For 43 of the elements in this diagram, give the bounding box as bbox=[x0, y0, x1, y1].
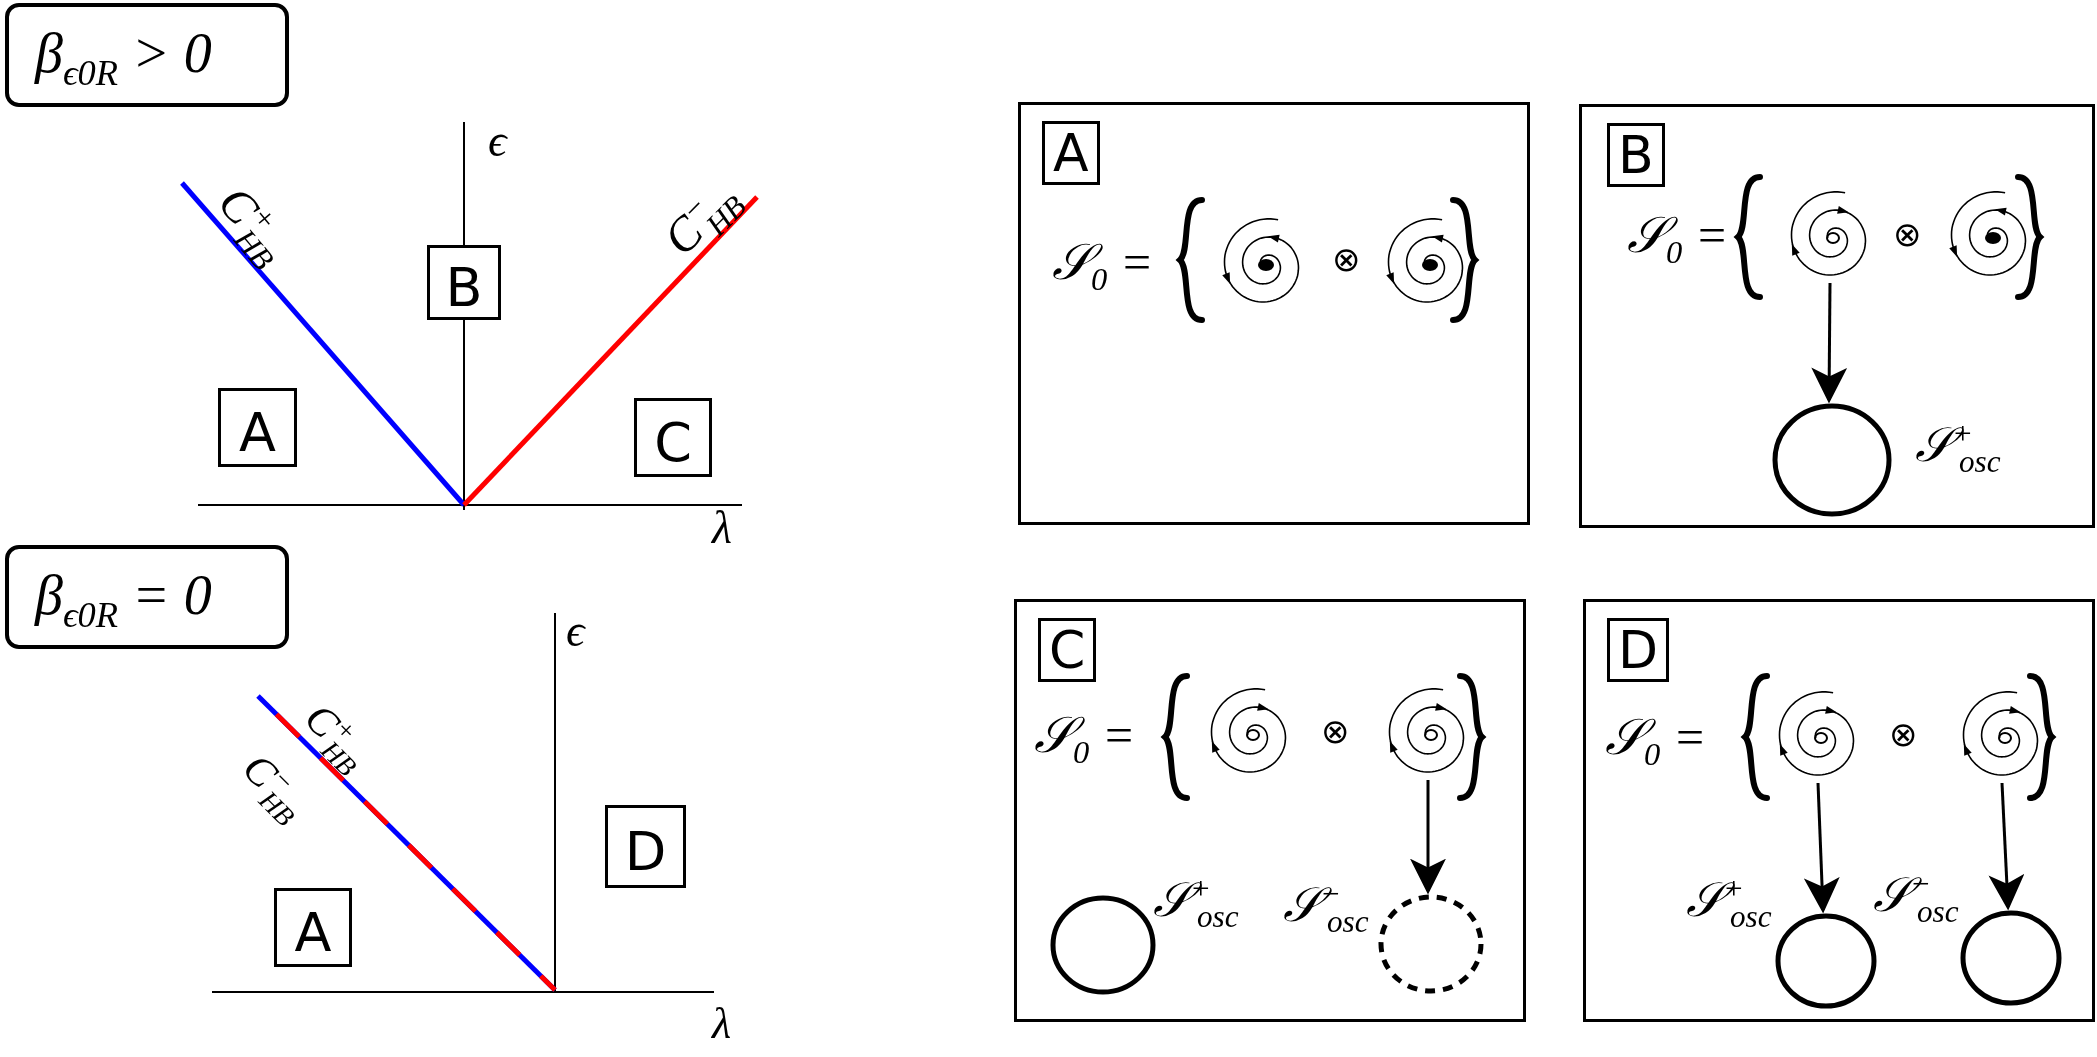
condition-box bbox=[5, 545, 289, 649]
arrow bbox=[1811, 283, 1848, 404]
tensor-product-symbol: ⊗ bbox=[1321, 715, 1349, 749]
axis-label: λ bbox=[712, 1002, 732, 1046]
formula-label: 𝒮$_{0}$ = bbox=[1627, 210, 1729, 269]
region-label bbox=[218, 388, 297, 467]
condition-label: β$_{ϵ0R}$ = 0 bbox=[35, 567, 212, 634]
condition-label: β$_{ϵ0R}$ > 0 bbox=[35, 25, 212, 92]
arrow bbox=[1988, 782, 2025, 911]
region-letter: D bbox=[623, 824, 668, 879]
axis-label: ϵ bbox=[566, 608, 585, 654]
phase-portrait-panel bbox=[1014, 599, 1526, 1022]
panel-label: A bbox=[1042, 121, 1100, 185]
formula-label: 𝒮$_{0}$ = bbox=[1052, 237, 1154, 296]
panel-label: D bbox=[1607, 618, 1670, 682]
limit-cycle-circle bbox=[1960, 910, 2062, 1006]
phase-portrait-panel bbox=[1579, 104, 2095, 528]
formula-label: 𝒮$_{0}$ = bbox=[1034, 710, 1136, 769]
region-label bbox=[274, 888, 352, 967]
formula-label: 𝒮$_{0}$ = bbox=[1605, 712, 1707, 771]
region-letter: C bbox=[653, 415, 693, 470]
arrow bbox=[1803, 782, 1840, 914]
limit-cycle-circle bbox=[1772, 403, 1892, 517]
region-label bbox=[427, 245, 501, 320]
region-letter: A bbox=[293, 905, 333, 960]
phase-portrait-panel bbox=[1583, 599, 2095, 1022]
axis-label: λ bbox=[712, 505, 732, 551]
limit-cycle-circle bbox=[1050, 895, 1156, 995]
tensor-product-symbol: ⊗ bbox=[1889, 718, 1917, 752]
region-letter: B bbox=[444, 260, 484, 315]
region-label bbox=[605, 805, 686, 888]
arrow bbox=[1410, 780, 1446, 895]
panel-label: B bbox=[1607, 123, 1665, 187]
tensor-product-symbol: ⊗ bbox=[1332, 243, 1360, 277]
panel-label: C bbox=[1038, 618, 1097, 682]
tensor-product-symbol: ⊗ bbox=[1893, 218, 1921, 252]
limit-cycle-circle bbox=[1775, 913, 1877, 1009]
axis-label: ϵ bbox=[488, 118, 507, 164]
phase-portrait-panel bbox=[1018, 102, 1530, 525]
region-letter: A bbox=[238, 405, 277, 460]
region-label bbox=[634, 398, 712, 477]
dashed-limit-cycle-circle bbox=[1378, 894, 1484, 994]
condition-box bbox=[5, 3, 289, 107]
